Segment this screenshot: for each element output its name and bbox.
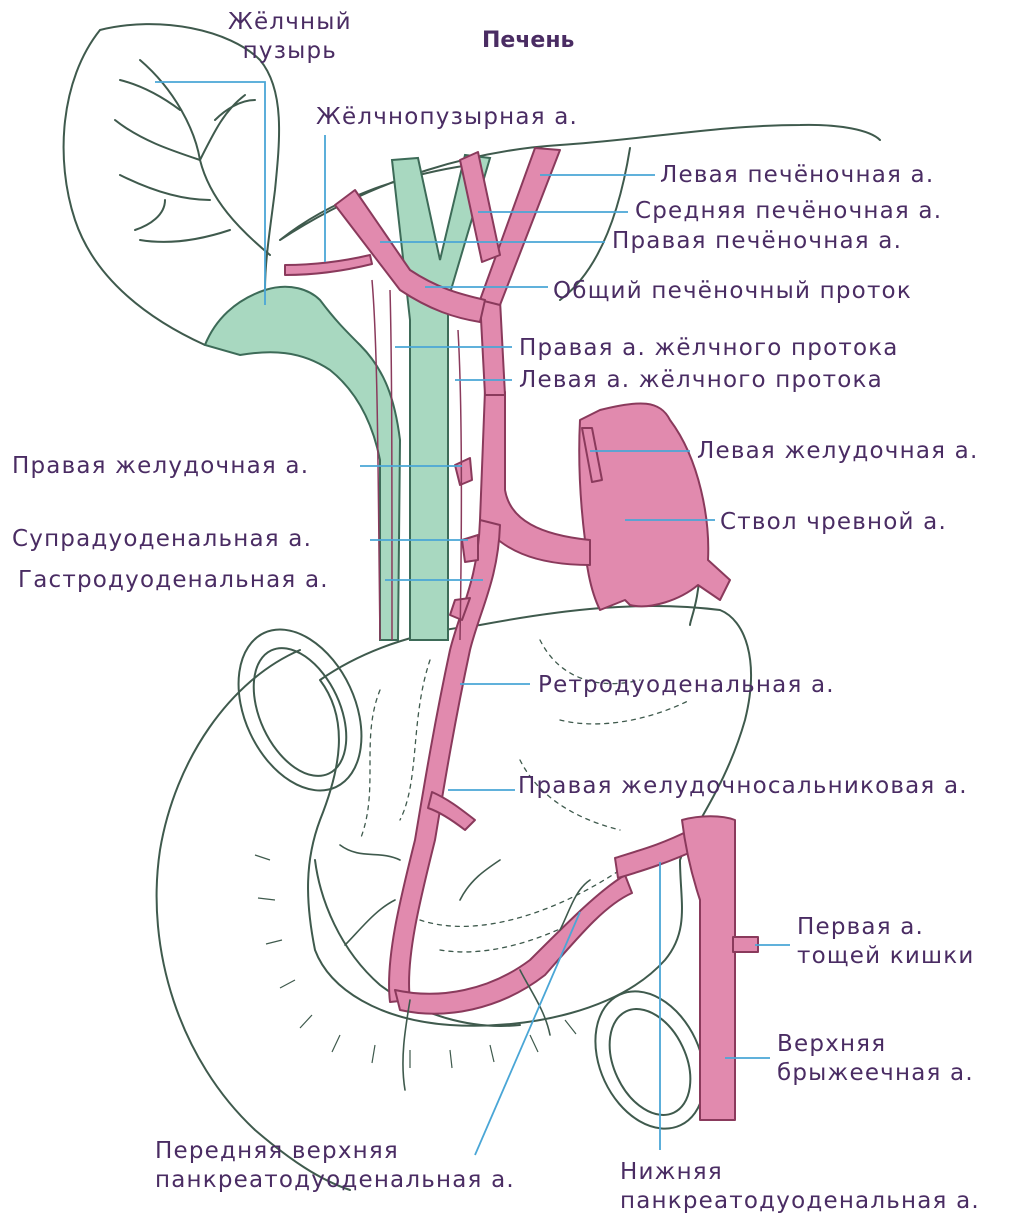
label-gallbladder-line2: пузырь — [228, 37, 352, 66]
label-cystic-artery: Жёлчнопузырная а. — [316, 103, 578, 132]
label-left-bile-duct-artery: Левая а. жёлчного протока — [519, 366, 883, 395]
liver-title: Печень — [482, 26, 574, 55]
label-right-bile-duct-artery: Правая а. жёлчного протока — [519, 334, 899, 363]
celiac-trunk — [579, 403, 730, 610]
label-gallbladder: Жёлчный пузырь — [228, 8, 352, 66]
duodenum-lumen-inner — [235, 633, 365, 790]
label-anterior-superior-pd-line2: панкреатодуоденальная а. — [155, 1166, 515, 1195]
first-jejunal-artery — [733, 937, 758, 952]
right-gastric-artery — [455, 458, 472, 485]
label-superior-mesenteric-artery: Верхняя брыжеечная а. — [777, 1030, 974, 1088]
label-left-hepatic-artery: Левая печёночная а. — [660, 161, 934, 190]
supraduodenal-artery — [462, 535, 478, 562]
label-middle-hepatic-artery: Средняя печёночная а. — [635, 197, 942, 226]
label-common-hepatic-duct: Общий печёночный проток — [553, 277, 912, 306]
label-right-gastric-artery: Правая желудочная а. — [12, 452, 309, 481]
label-left-gastric-artery: Левая желудочная а. — [697, 437, 978, 466]
jejunum-lumen-inner — [594, 996, 707, 1128]
label-retroduodenal-artery: Ретродуоденальная а. — [538, 671, 835, 700]
label-celiac-trunk: Ствол чревной а. — [720, 508, 947, 537]
label-gastroduodenal-artery: Гастродуоденальная а. — [18, 566, 329, 595]
label-inferior-pd-artery: Нижняя панкреатодуоденальная а. — [620, 1158, 980, 1216]
duodenum-outline — [157, 650, 350, 1190]
label-anterior-superior-pd-line1: Передняя верхняя — [155, 1137, 515, 1166]
label-inferior-pd-line1: Нижняя — [620, 1158, 980, 1187]
label-anterior-superior-pd-artery: Передняя верхняя панкреатодуоденальная а… — [155, 1137, 515, 1195]
label-gallbladder-line1: Жёлчный — [228, 8, 352, 37]
cystic-artery — [285, 255, 372, 275]
gallbladder-vessels — [115, 60, 270, 255]
label-first-jejunal-artery: Первая а. тощей кишки — [797, 913, 974, 971]
label-superior-mesenteric-line1: Верхняя — [777, 1030, 974, 1059]
anterior-superior-pd-artery — [395, 875, 632, 1014]
label-right-gastroepiploic-artery: Правая желудочносальниковая а. — [518, 772, 968, 801]
label-inferior-pd-line2: панкреатодуоденальная а. — [620, 1187, 980, 1216]
duodenum-lumen-outer — [214, 610, 386, 811]
label-right-hepatic-artery: Правая печёночная а. — [612, 227, 902, 256]
label-superior-mesenteric-line2: брыжеечная а. — [777, 1059, 974, 1088]
label-first-jejunal-line2: тощей кишки — [797, 942, 974, 971]
label-supraduodenal-artery: Супрадуоденальная а. — [12, 525, 312, 554]
label-first-jejunal-line1: Первая а. — [797, 913, 974, 942]
